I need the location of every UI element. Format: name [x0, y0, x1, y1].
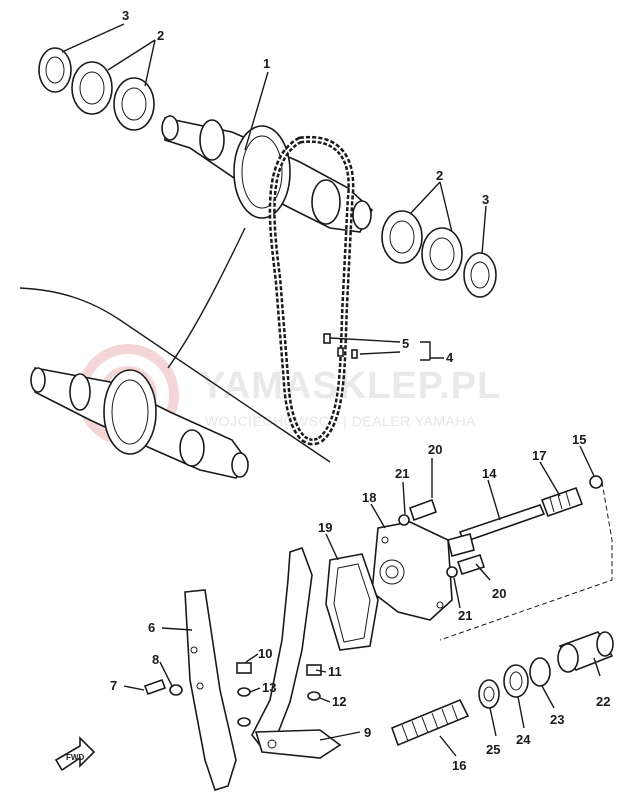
callout-2: 2: [436, 168, 443, 183]
callout-4: 4: [446, 350, 454, 365]
callout-11: 11: [328, 664, 342, 679]
small-hardware: [143, 662, 322, 727]
callout-22: 22: [596, 694, 610, 709]
inset-divider: [19, 287, 331, 463]
camshaft-inset: [30, 367, 249, 479]
callout-16: 16: [452, 758, 466, 773]
callout-21: 21: [395, 466, 409, 481]
callout-3: 3: [482, 192, 489, 207]
callout-18: 18: [362, 490, 376, 505]
spring-16: [390, 698, 470, 747]
watermark-brand: YAMASKLEP.PL: [200, 365, 501, 407]
callout-25: 25: [486, 742, 500, 757]
callout-1: 1: [263, 56, 270, 71]
callout-13: 13: [262, 680, 276, 695]
watermark-sub: WOJCIECHOWSCY | DEALER YAMAHA: [205, 413, 476, 429]
callout-2: 2: [157, 28, 164, 43]
inset-pointer: [167, 227, 246, 369]
fwd-label: FWD: [66, 753, 84, 762]
tensioner-housing: [371, 521, 453, 621]
fwd-arrow-icon: FWD: [54, 736, 96, 772]
callout-14: 14: [482, 466, 497, 481]
bearing-group-right: [381, 210, 497, 298]
bolts-top: [398, 498, 486, 578]
callout-20: 20: [428, 442, 442, 457]
callout-8: 8: [152, 652, 159, 667]
callout-12: 12: [332, 694, 346, 709]
camshaft-upper: [161, 115, 374, 233]
leader-lines: [61, 23, 601, 757]
callout-7: 7: [110, 678, 117, 693]
bearing-group-left: [38, 47, 155, 131]
callout-6: 6: [148, 620, 155, 635]
callout-3: 3: [122, 8, 129, 23]
callout-21: 21: [458, 608, 472, 623]
callout-24: 24: [516, 732, 531, 747]
callout-5: 5: [402, 336, 409, 351]
callout-10: 10: [258, 646, 272, 661]
callout-17: 17: [532, 448, 546, 463]
gasket: [325, 553, 379, 651]
callout-23: 23: [550, 712, 564, 727]
callout-labels: 3 2 1 2 3 5 4 20 15 21 17 14 18 19 20 21…: [110, 8, 610, 773]
tensioner-parts-lower: [478, 631, 614, 709]
callout-15: 15: [572, 432, 586, 447]
push-rod: [439, 475, 613, 641]
callout-9: 9: [364, 725, 371, 740]
chain-guide-6: [184, 589, 237, 791]
chain-guide-arm: [251, 546, 342, 759]
cam-chain: [268, 135, 358, 446]
callout-19: 19: [318, 520, 332, 535]
callout-20: 20: [492, 586, 506, 601]
